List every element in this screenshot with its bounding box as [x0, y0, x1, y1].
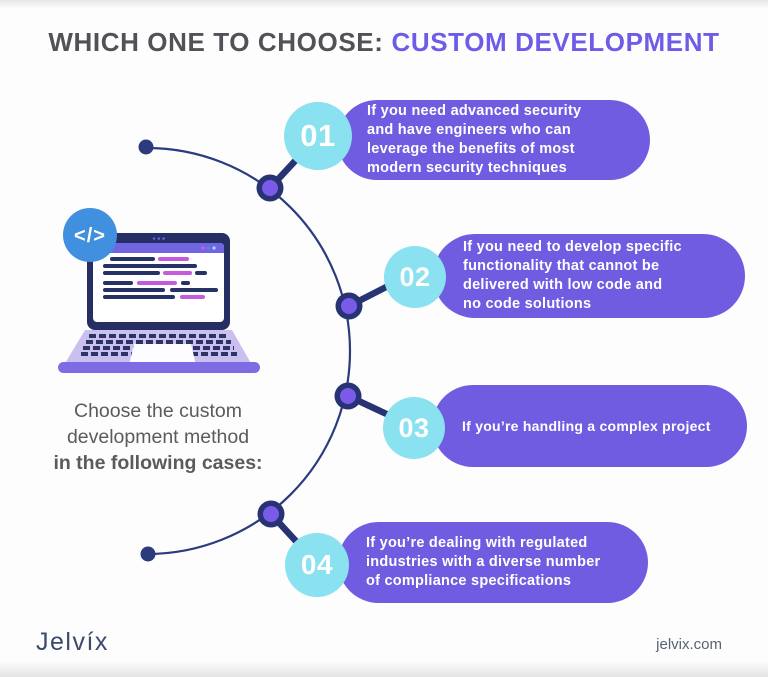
jelvix-logo: Jelvíx	[36, 628, 109, 656]
case-pill-3: If you’re handling a complex project	[432, 385, 747, 467]
pill-line: If you’re dealing with regulated	[366, 535, 588, 551]
caption-line: development method	[66, 426, 250, 448]
case-pill-1: If you need advanced security and have e…	[337, 100, 650, 180]
pill-line: If you need advanced security	[367, 103, 582, 119]
pill-line: If you’re handling a complex project	[462, 417, 711, 434]
website-url: jelvix.com	[656, 636, 722, 653]
number-badge-01: 01	[284, 102, 352, 170]
number-badge-02: 02	[384, 246, 446, 308]
code-badge	[63, 208, 117, 262]
caption-line: Choose the custom	[73, 400, 242, 422]
laptop-touchpad	[129, 344, 196, 365]
pill-line: no code solutions	[463, 296, 592, 312]
arc-endpoint-dot-top	[138, 139, 154, 155]
connector-stems	[266, 143, 397, 555]
pill-line: If you need to develop specific	[463, 239, 682, 255]
pill-line: industries with a diverse number	[366, 554, 601, 570]
arc-endpoint-dot-bottom	[140, 546, 156, 562]
pill-line: functionality that cannot be	[463, 258, 660, 274]
number-badge-03: 03	[383, 397, 445, 459]
pill-line: of compliance specifications	[366, 573, 572, 589]
arc-nodes	[256, 174, 363, 528]
browser-bar-fill	[93, 249, 224, 253]
case-pill-2: If you need to develop specific function…	[433, 234, 745, 318]
laptop-illustration: </>	[58, 208, 260, 373]
pill-line: modern security techniques	[367, 160, 567, 176]
pill-line: delivered with low code and	[463, 277, 663, 293]
code-lines	[103, 257, 218, 299]
page-title: WHICH ONE TO CHOOSE:CUSTOM DEVELOPMENT	[0, 27, 768, 58]
caption-text: Choose the custom development method in …	[33, 398, 283, 476]
arc-path	[146, 146, 352, 556]
title-prefix: WHICH ONE TO CHOOSE:	[48, 27, 384, 57]
number-badge-04: 04	[285, 533, 349, 597]
pill-line: and have engineers who can	[367, 122, 571, 138]
pill-line: leverage the benefits of most	[367, 141, 575, 157]
case-pill-4: If you’re dealing with regulated industr…	[338, 522, 648, 603]
laptop-base	[58, 362, 260, 373]
bezel-dots	[152, 237, 165, 240]
browser-bar-dots	[201, 246, 216, 250]
code-icon: </>	[74, 225, 106, 247]
title-highlight: CUSTOM DEVELOPMENT	[391, 27, 720, 57]
caption-line-bold: in the following cases:	[53, 452, 263, 474]
